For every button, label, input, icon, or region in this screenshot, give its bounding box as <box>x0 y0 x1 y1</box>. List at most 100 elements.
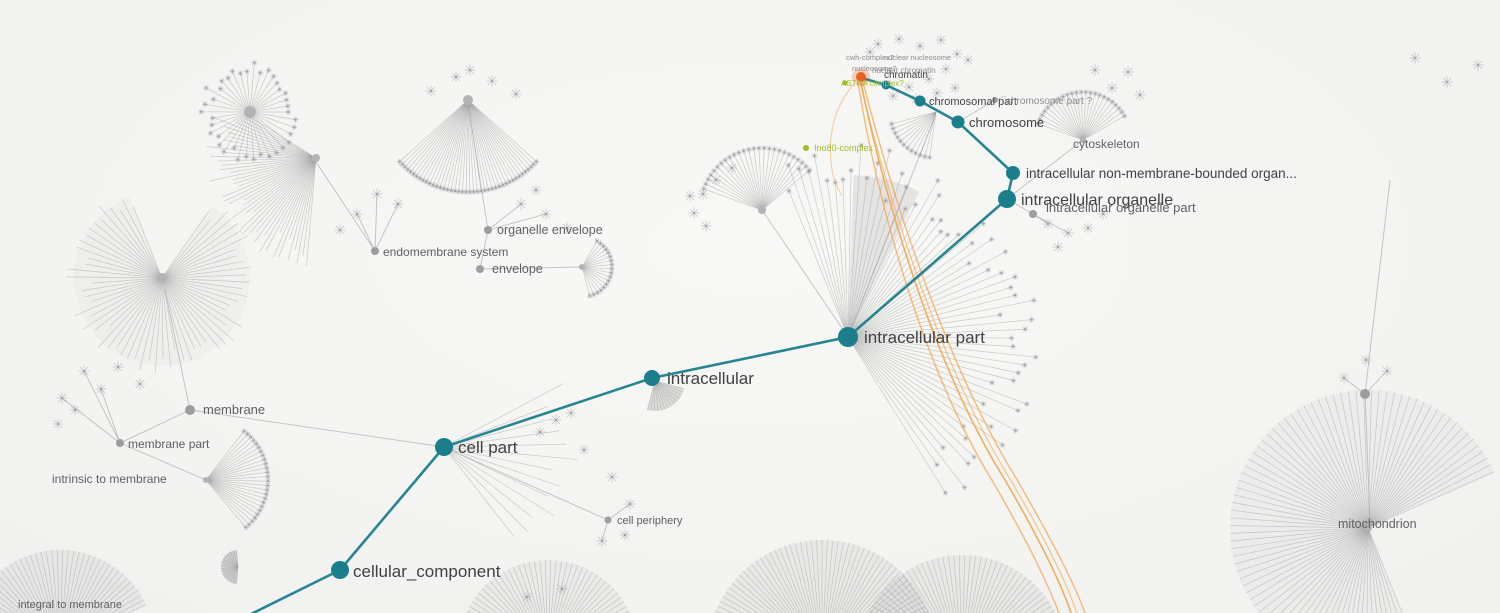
label-cell-periphery[interactable]: cell periphery <box>617 515 683 527</box>
starburst-icon <box>936 192 943 199</box>
graph-node-membrane-part[interactable] <box>116 439 124 447</box>
graph-edge <box>487 204 521 231</box>
cluster-fan <box>220 550 239 584</box>
starburst-icon <box>999 441 1006 448</box>
starburst-icon <box>607 253 614 260</box>
selected-path-edge <box>651 335 849 380</box>
starburst-icon <box>492 184 499 191</box>
label-membrane[interactable]: membrane <box>203 402 265 417</box>
graph-node-intracellular-non-membrane-bounded-organelle[interactable] <box>1006 166 1020 180</box>
label-intracellular-non-membrane-bounded-organelle[interactable]: intracellular non-membrane-bounded organ… <box>1026 166 1297 181</box>
graph-edge <box>356 213 376 252</box>
label-chromosome-part[interactable]: chromosome part ? <box>1006 96 1093 107</box>
graph-node-chromosomal-part[interactable] <box>914 95 926 107</box>
label-cwh-complex[interactable]: cwh-complex? <box>846 53 894 62</box>
starburst-icon <box>955 231 962 238</box>
graph-node-chromatin[interactable] <box>881 80 891 90</box>
selected-path-edge <box>847 198 1008 338</box>
starburst-icon <box>942 489 949 496</box>
graph-node-intracellular[interactable] <box>644 370 660 386</box>
label-mitochondrion[interactable]: mitochondrion <box>1338 517 1417 531</box>
starburst-icon <box>420 177 427 184</box>
graph-edge <box>1364 179 1391 395</box>
starburst-icon <box>287 131 294 138</box>
label-envelope[interactable]: envelope <box>492 262 543 276</box>
graph-node-mitochondrion-hub[interactable] <box>1360 389 1370 399</box>
cluster-fan <box>1034 89 1128 143</box>
graph-node-intracellular-organelle-part[interactable] <box>1029 210 1037 218</box>
graph-edge <box>487 213 547 231</box>
starburst-icon <box>890 125 897 132</box>
graph-edge <box>467 103 489 231</box>
label-endomembrane-system[interactable]: endomembrane system <box>383 245 508 259</box>
graph-edge <box>374 193 378 252</box>
starburst-icon <box>474 188 481 195</box>
starburst-icon <box>786 151 793 158</box>
starburst-icon <box>799 159 806 166</box>
graph-edge <box>374 203 399 252</box>
label-chromatin[interactable]: chromatin <box>884 70 928 81</box>
starburst-icon <box>396 158 403 165</box>
label-integral-to-membrane[interactable]: integral to membrane <box>18 599 122 611</box>
label-intracellular-organelle[interactable]: intracellular organelle <box>1021 192 1173 209</box>
starburst-icon <box>912 150 919 157</box>
label-chromosome[interactable]: chromosome <box>969 115 1044 130</box>
label-organelle-envelope[interactable]: organelle envelope <box>497 223 603 237</box>
graph-node-cell-part[interactable] <box>435 438 453 456</box>
label-chromosomal-part[interactable]: chromosomal part <box>929 96 1017 108</box>
graph-node-chromosome[interactable] <box>951 115 965 129</box>
graph-node-envelope[interactable] <box>476 265 484 273</box>
starburst-icon <box>607 273 614 280</box>
selected-path-edge <box>250 568 341 613</box>
graph-node-intracellular-organelle[interactable] <box>998 190 1016 208</box>
graph-node-membrane[interactable] <box>185 405 195 415</box>
starburst-icon <box>217 85 224 92</box>
label-cell-part[interactable]: cell part <box>458 438 518 457</box>
starburst-icon <box>1089 64 1101 76</box>
label-intracellular[interactable]: intracellular <box>667 369 754 388</box>
graph-node-cell-periphery[interactable] <box>604 516 612 524</box>
label-intrinsic-to-membrane[interactable]: intrinsic to membrane <box>52 472 167 486</box>
label-ino80-complex[interactable]: Ino80-complex <box>814 143 874 153</box>
label-intracellular-organelle-part[interactable]: intracellular organelle part <box>1046 200 1196 215</box>
starburst-icon <box>908 147 915 154</box>
starburst-icon <box>260 499 267 506</box>
graph-node-chromosome-part[interactable] <box>992 97 998 103</box>
label-membrane-part[interactable]: membrane part <box>128 437 210 451</box>
graph-node-endomembrane-system[interactable] <box>371 247 379 255</box>
starburst-icon <box>864 46 876 58</box>
starburst-icon <box>1010 343 1017 350</box>
label-nucleosome[interactable]: nucleosome? <box>852 64 897 73</box>
label-intracellular-part[interactable]: intracellular part <box>864 328 985 347</box>
graph-node-organelle-envelope[interactable] <box>484 226 492 234</box>
graph-node-selected-term[interactable] <box>856 72 866 82</box>
label-cytoskeleton[interactable]: cytoskeleton <box>1073 137 1140 151</box>
starburst-icon <box>448 187 455 194</box>
starburst-icon <box>726 162 738 174</box>
starburst-icon <box>392 198 404 210</box>
label-cellular-component[interactable]: cellular_component <box>353 562 501 581</box>
starburst-icon <box>1122 66 1134 78</box>
graph-edge <box>443 446 609 521</box>
starburst-icon <box>971 454 978 461</box>
starburst-icon <box>1062 227 1074 239</box>
starburst-icon <box>489 185 496 192</box>
label-nuclear-chromatin[interactable]: nuclear chromatin <box>872 66 936 75</box>
starburst-icon <box>597 287 604 294</box>
graph-node-ino80-complex[interactable] <box>803 145 809 151</box>
starburst-icon <box>256 507 263 514</box>
graph-node-cellular-component[interactable] <box>331 561 349 579</box>
starburst-icon <box>202 101 209 108</box>
starburst-icon <box>423 179 430 186</box>
starburst-icon <box>1051 98 1058 105</box>
label-astra-complex[interactable]: ASTRA complex? <box>841 79 904 88</box>
cluster-fan <box>206 114 320 266</box>
label-nuclear-nucleosome[interactable]: nuclear nucleosome <box>884 53 951 62</box>
starburst-icon <box>944 231 951 238</box>
starburst-icon <box>556 583 568 595</box>
starburst-icon <box>1007 284 1014 291</box>
graph-edge <box>164 289 191 411</box>
graph-node-astra-complex[interactable] <box>842 80 848 86</box>
graph-node-intracellular-part[interactable] <box>838 327 858 347</box>
